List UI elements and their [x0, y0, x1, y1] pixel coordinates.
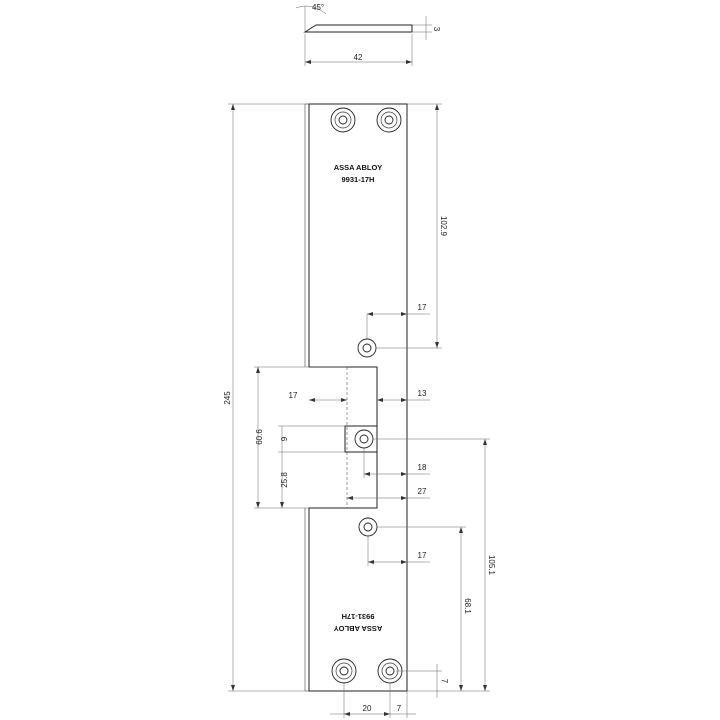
d17a-arrow-left	[367, 312, 373, 316]
dim-25-8-label: 25.8	[280, 472, 289, 488]
d18-arrow-left	[364, 472, 370, 476]
w42-arrow-right	[406, 60, 412, 64]
side-view: 45° 3 42	[295, 3, 441, 66]
dim-20-label: 20	[363, 704, 372, 713]
d245-arrow-bottom	[231, 685, 235, 691]
dim-17-upper-label: 17	[418, 303, 427, 312]
mounting-hole-top-left	[330, 107, 356, 133]
angle-label: 45°	[312, 3, 324, 12]
d102-arrow-top	[435, 104, 439, 110]
side-view-profile	[303, 24, 413, 33]
d105-arrow-bottom	[483, 685, 487, 691]
overall-height-label: 245	[223, 391, 232, 405]
d17b-arrow-right	[341, 398, 347, 402]
mounting-hole-top-right	[376, 107, 402, 133]
dim-60-6-label: 60.6	[255, 429, 264, 445]
dim-27-label: 27	[418, 487, 427, 496]
dim-18-label: 18	[418, 463, 427, 472]
d13-arrow-right	[401, 398, 407, 402]
hole-center-latch	[344, 425, 378, 453]
d245-arrow-top	[231, 104, 235, 110]
d20-arrow-left	[344, 712, 350, 716]
model-marking-bottom: 9931-17H	[342, 612, 375, 621]
dim-105-1-label: 105.1	[487, 555, 496, 576]
brand-marking-top: ASSA ABLOY	[334, 163, 383, 172]
d17a-arrow-right	[401, 312, 407, 316]
plate-outline	[308, 103, 408, 692]
d17c-arrow-right	[401, 560, 407, 564]
d60-arrow-top	[256, 367, 260, 373]
d25-arrow-bottom	[280, 502, 284, 508]
d17b-arrow-left	[309, 398, 315, 402]
d68-arrow-top	[459, 527, 463, 533]
d60-arrow-bottom	[256, 502, 260, 508]
width-label: 42	[354, 53, 363, 62]
d17c-arrow-left	[368, 560, 374, 564]
d27-arrow-right	[401, 496, 407, 500]
d18-arrow-right	[401, 472, 407, 476]
dim-9-label: 9	[280, 436, 289, 441]
hole-upper-middle	[357, 338, 377, 358]
thickness-label: 3	[432, 27, 441, 32]
w42-arrow-left	[305, 60, 311, 64]
dim-17-cutout-label: 17	[289, 391, 298, 400]
d102-arrow-bottom	[435, 342, 439, 348]
model-marking-top: 9931-17H	[342, 175, 375, 184]
d13-arrow-left	[377, 398, 383, 402]
dim-7-bottom-label: 7	[397, 704, 402, 713]
hole-lower-middle	[358, 517, 378, 537]
d27-arrow-left	[347, 496, 353, 500]
front-view: ASSA ABLOY 9931-17H 9931-17H ASSA ABLOY	[304, 103, 408, 692]
dimensions: 245 102.9 17 17 13 60.6 9	[223, 103, 496, 718]
dim-102-9-label: 102.9	[439, 216, 448, 237]
dim-68-1-label: 68.1	[463, 598, 472, 614]
dim-7-right-label: 7	[440, 679, 449, 684]
dim-13-label: 13	[418, 389, 427, 398]
brand-marking-bottom: ASSA ABLOY	[334, 624, 383, 633]
d68-arrow-bottom	[459, 685, 463, 691]
mounting-hole-bottom-left	[331, 658, 357, 684]
d105-arrow-top	[483, 439, 487, 445]
angle-arc	[295, 5, 327, 15]
d20-arrow-right	[384, 712, 390, 716]
dim-17-lower-label: 17	[418, 551, 427, 560]
